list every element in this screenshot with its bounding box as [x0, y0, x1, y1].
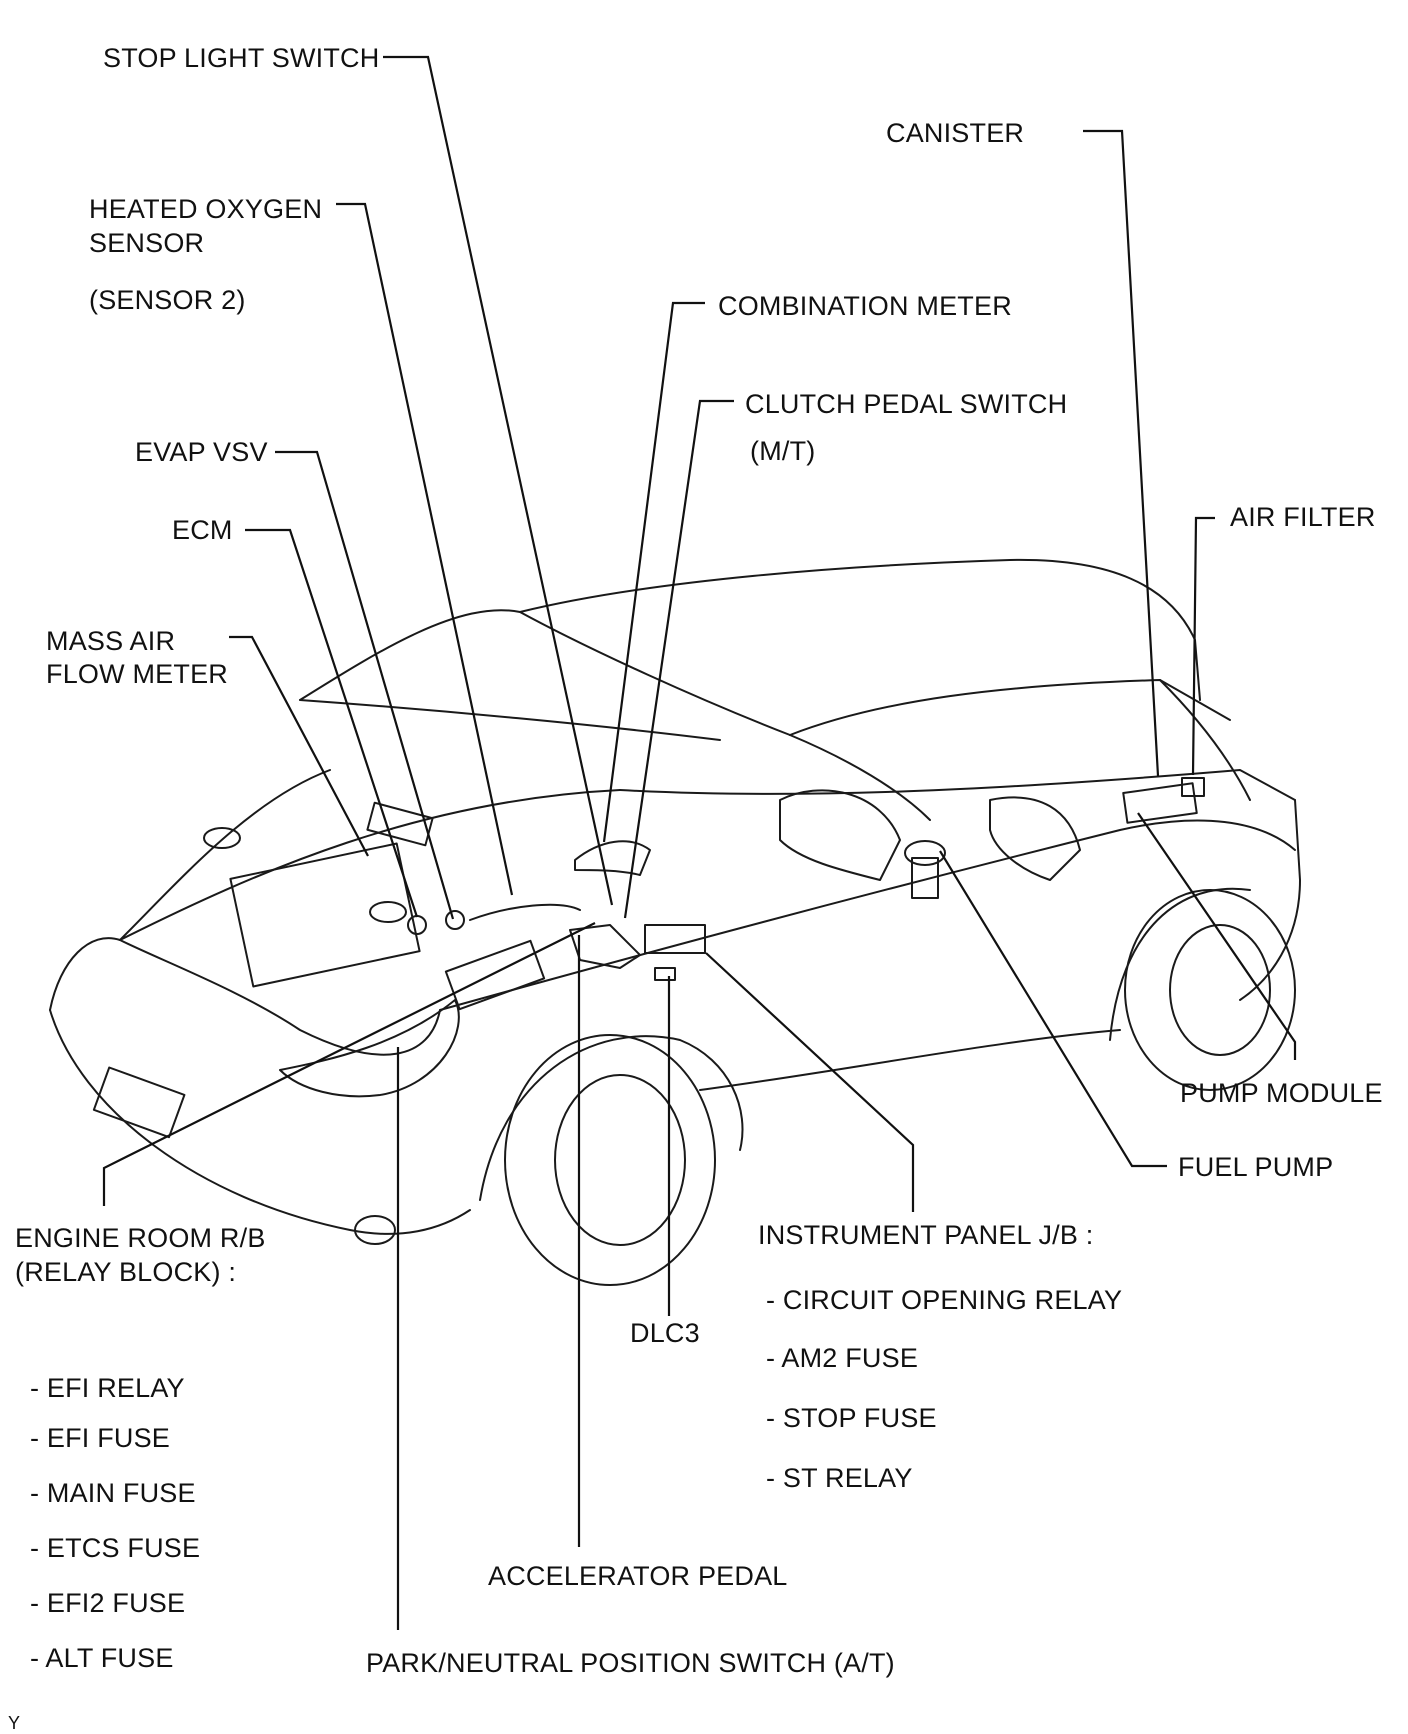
beltline [439, 819, 1296, 1011]
label-clutch-pedal-switch-note: (M/T) [750, 436, 816, 466]
label-heated-oxygen-sensor-line2: SENSOR [89, 228, 205, 258]
front-wheel-inner [554, 1074, 686, 1246]
leader-air-filter [1191, 516, 1215, 776]
roof-rear [789, 679, 1231, 736]
instrument-panel-jb [644, 924, 706, 954]
label-canister: CANISTER [886, 118, 1025, 148]
roof-line [299, 558, 1201, 701]
corner-mark: Y [8, 1713, 21, 1733]
rear-wheel-outer [1124, 889, 1296, 1091]
leader-pump-module [1137, 812, 1297, 1060]
rear-wheel-inner [1169, 924, 1271, 1056]
leader-canister [1083, 129, 1160, 777]
label-heated-oxygen-sensor-line1: HEATED OXYGEN [89, 194, 323, 224]
rear-bumper [1239, 799, 1301, 1001]
instrument-panel-item: - STOP FUSE [766, 1403, 937, 1433]
label-park-neutral-switch: PARK/NEUTRAL POSITION SWITCH (A/T) [366, 1648, 895, 1678]
engine-room-item: - EFI FUSE [30, 1423, 171, 1453]
evap-vsv-part [445, 910, 465, 930]
label-mass-air-flow-meter-line1: MASS AIR [46, 626, 176, 656]
label-engine-room-rb-line2: (RELAY BLOCK) : [15, 1257, 237, 1287]
engine-room-item: - ETCS FUSE [30, 1533, 201, 1563]
instrument-panel-item: - CIRCUIT OPENING RELAY [766, 1285, 1123, 1315]
label-stop-light-switch: STOP LIGHT SWITCH [103, 43, 380, 73]
instrument-panel-item: - ST RELAY [766, 1463, 913, 1493]
engine-room-item: - EFI RELAY [30, 1373, 185, 1403]
windshield-top [519, 611, 791, 736]
label-mass-air-flow-meter-line2: FLOW METER [46, 659, 228, 689]
engine-room-item: - EFI2 FUSE [30, 1588, 186, 1618]
engine-room-item: - ALT FUSE [30, 1643, 174, 1673]
vehicle-outline-drawing [49, 558, 1301, 1286]
label-accelerator-pedal: ACCELERATOR PEDAL [488, 1561, 788, 1591]
oil-cap [203, 827, 241, 849]
ecm-part [407, 915, 427, 935]
headlight [279, 999, 460, 1098]
fuel-pump-body [911, 857, 939, 899]
fog-lamp [354, 1215, 396, 1245]
engine-room-rb [366, 801, 434, 847]
leader-lines [102, 55, 1297, 1630]
leader-stop-light-switch [383, 55, 614, 906]
label-instrument-panel-jb: INSTRUMENT PANEL J/B : [758, 1220, 1094, 1250]
canister-part [1122, 782, 1198, 824]
leader-clutch-pedal-switch [623, 399, 734, 919]
rear-wheel-arch [1109, 887, 1251, 1041]
leader-instrument-panel-jb [705, 952, 915, 1212]
leader-evap-vsv [275, 450, 455, 920]
label-evap-vsv: EVAP VSV [135, 437, 268, 467]
label-combination-meter: COMBINATION METER [718, 291, 1012, 321]
leader-ecm [245, 528, 419, 918]
instrument-panel-item: - AM2 FUSE [766, 1343, 919, 1373]
label-engine-room-rb-line1: ENGINE ROOM R/B [15, 1223, 266, 1253]
leader-heated-oxygen-sensor [336, 202, 514, 896]
dlc3-part [654, 967, 676, 981]
label-ecm: ECM [172, 515, 233, 545]
rear-window [1159, 679, 1251, 801]
label-clutch-pedal-switch: CLUTCH PEDAL SWITCH [745, 389, 1068, 419]
windshield-base [299, 699, 721, 741]
fuel-pump-module [904, 840, 946, 866]
intake-hose [469, 903, 581, 921]
front-wheel-arch [479, 1035, 744, 1201]
engine-room-item: - MAIN FUSE [30, 1478, 196, 1508]
front-seat [779, 789, 901, 881]
air-filter-part [1181, 777, 1205, 797]
rear-seat [989, 796, 1081, 881]
leader-fuel-pump [939, 850, 1167, 1168]
leader-combination-meter [602, 301, 705, 843]
air-cleaner-duct [444, 939, 546, 1011]
combination-meter-housing [574, 840, 651, 876]
rocker [699, 1029, 1121, 1091]
leader-mass-air-flow-meter [229, 635, 369, 857]
label-heated-oxygen-sensor-line3: (SENSOR 2) [89, 285, 246, 315]
a-pillar-side [789, 734, 931, 821]
hood-edge [119, 769, 331, 941]
label-fuel-pump: FUEL PUMP [1178, 1152, 1334, 1182]
front-bumper [49, 1009, 471, 1235]
leader-engine-room-rb [102, 922, 596, 1206]
label-pump-module: PUMP MODULE [1180, 1078, 1383, 1108]
battery-cap [369, 901, 407, 923]
body-side-upper [619, 769, 1296, 801]
fender [49, 937, 441, 1056]
engine-block [229, 842, 421, 988]
license-plate [92, 1066, 186, 1139]
hood-front [119, 789, 621, 941]
label-air-filter: AIR FILTER [1230, 502, 1376, 532]
front-wheel-outer [504, 1034, 716, 1286]
label-dlc3: DLC3 [630, 1318, 700, 1348]
